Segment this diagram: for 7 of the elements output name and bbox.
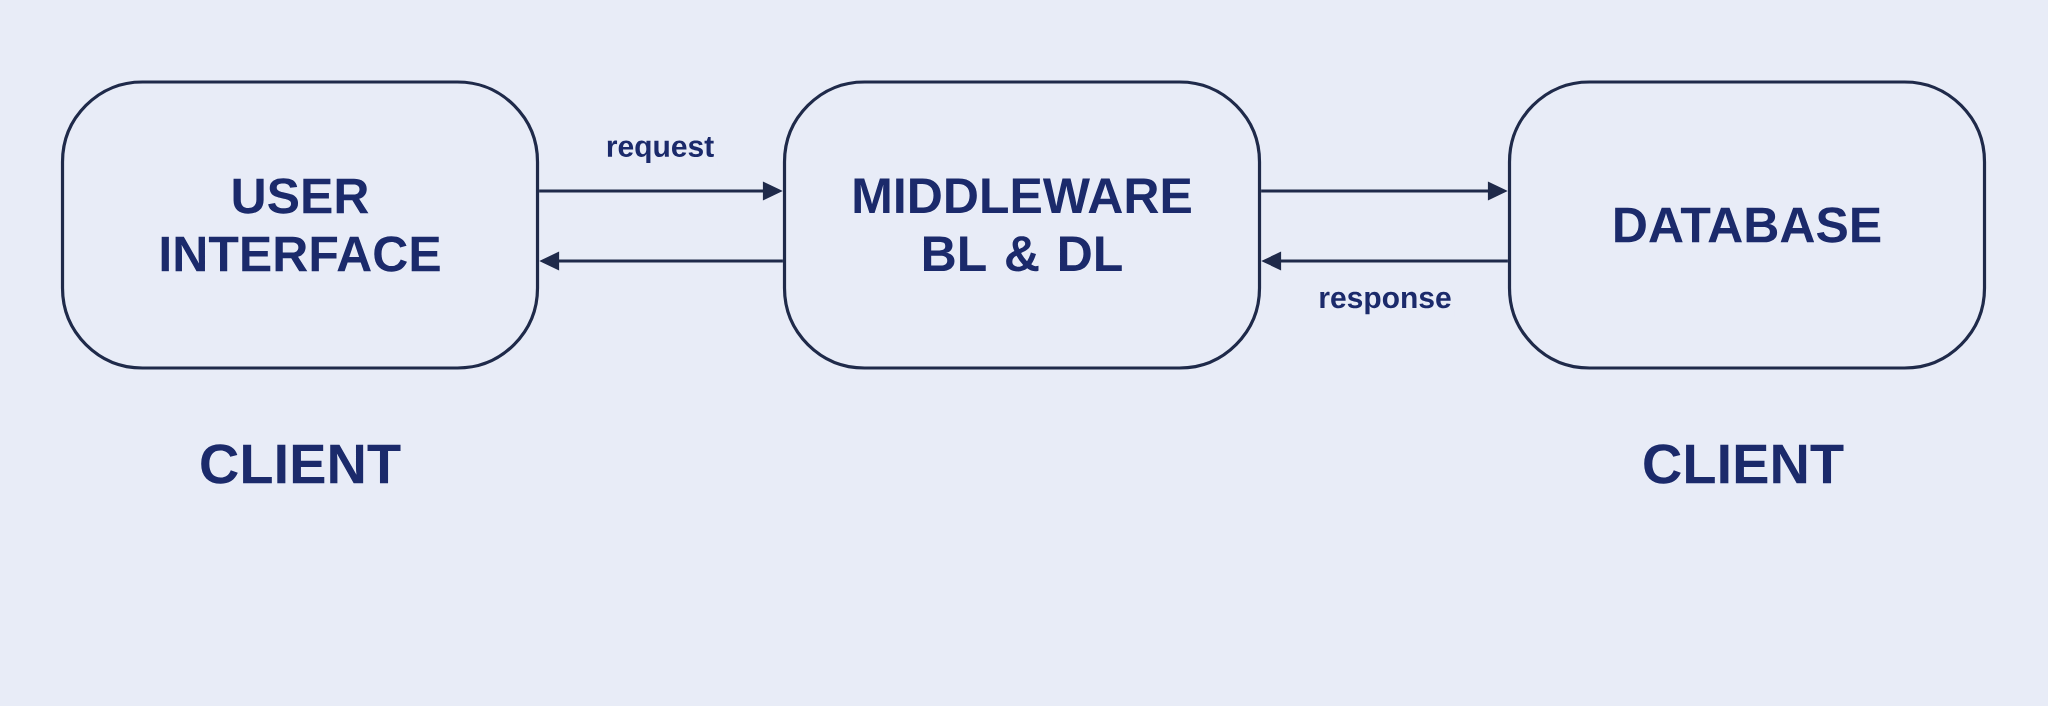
tier-label: CLIENT [201,444,401,484]
tier-label: CLIENT [1644,444,1844,484]
process-box: DATABASE [1507,80,1987,370]
edge-label: request [602,134,718,166]
process-box: USER INTERFACE [60,80,540,370]
process-box: MIDDLEWARE BL & DL [782,80,1262,370]
edge-label: response [1315,288,1455,318]
